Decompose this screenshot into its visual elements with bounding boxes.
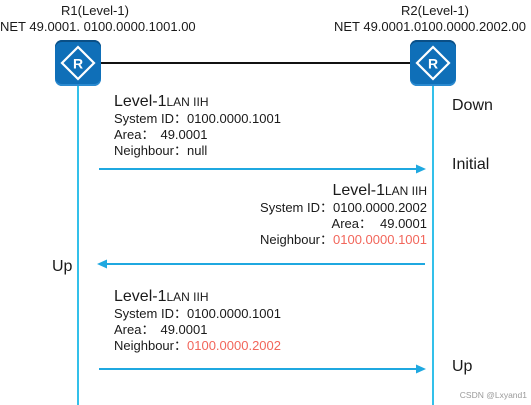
r2-name: R2(Level-1) — [401, 3, 469, 18]
r2-state-down: Down — [452, 97, 493, 114]
r2-state-initial: Initial — [452, 156, 490, 173]
svg-text:R: R — [428, 56, 438, 72]
message-1: Level-1LAN IIH System ID：0100.0000.1001 … — [114, 93, 281, 159]
message-2-neighbour: Neighbour：0100.0000.1001 — [260, 232, 427, 247]
message-3-title: Level-1LAN IIH — [114, 288, 209, 305]
r1-lifeline — [77, 86, 79, 405]
message-2-title: Level-1LAN IIH — [332, 182, 428, 199]
message-3-area: Area：49.0001 — [114, 322, 208, 337]
message-1-title: Level-1LAN IIH — [114, 93, 209, 110]
message-1-system-id: System ID：0100.0000.1001 — [114, 111, 281, 126]
r2-net-address: NET 49.0001.0100.0000.2002.00 — [333, 19, 527, 34]
router-link — [100, 62, 410, 64]
r1-name: R1(Level-1) — [61, 3, 129, 18]
r2-state-up: Up — [452, 358, 473, 375]
r2-router-icon: R — [410, 40, 456, 86]
watermark: CSDN @Lxyand1 — [459, 390, 527, 400]
r1-net-address: NET 49.0001. 0100.0000.1001.00 — [0, 19, 196, 34]
r2-lifeline — [432, 86, 434, 405]
message-3-neighbour: Neighbour：0100.0000.2002 — [114, 338, 281, 353]
message-3: Level-1LAN IIH System ID：0100.0000.1001 … — [114, 288, 281, 354]
message-1-neighbour: Neighbour：null — [114, 143, 208, 158]
arrow-3-r1-to-r2 — [99, 364, 426, 374]
message-2: Level-1LAN IIH System ID：0100.0000.2002 … — [260, 182, 427, 248]
message-1-area: Area：49.0001 — [114, 127, 208, 142]
message-3-system-id: System ID：0100.0000.1001 — [114, 306, 281, 321]
r1-router-icon: R — [55, 40, 101, 86]
r1-state-up: Up — [52, 258, 73, 275]
arrow-1-r1-to-r2 — [99, 164, 426, 174]
message-2-area: Area：49.0001 — [331, 216, 427, 231]
svg-text:R: R — [73, 56, 83, 72]
arrow-2-r2-to-r1 — [97, 259, 425, 269]
message-2-system-id: System ID：0100.0000.2002 — [260, 200, 427, 215]
